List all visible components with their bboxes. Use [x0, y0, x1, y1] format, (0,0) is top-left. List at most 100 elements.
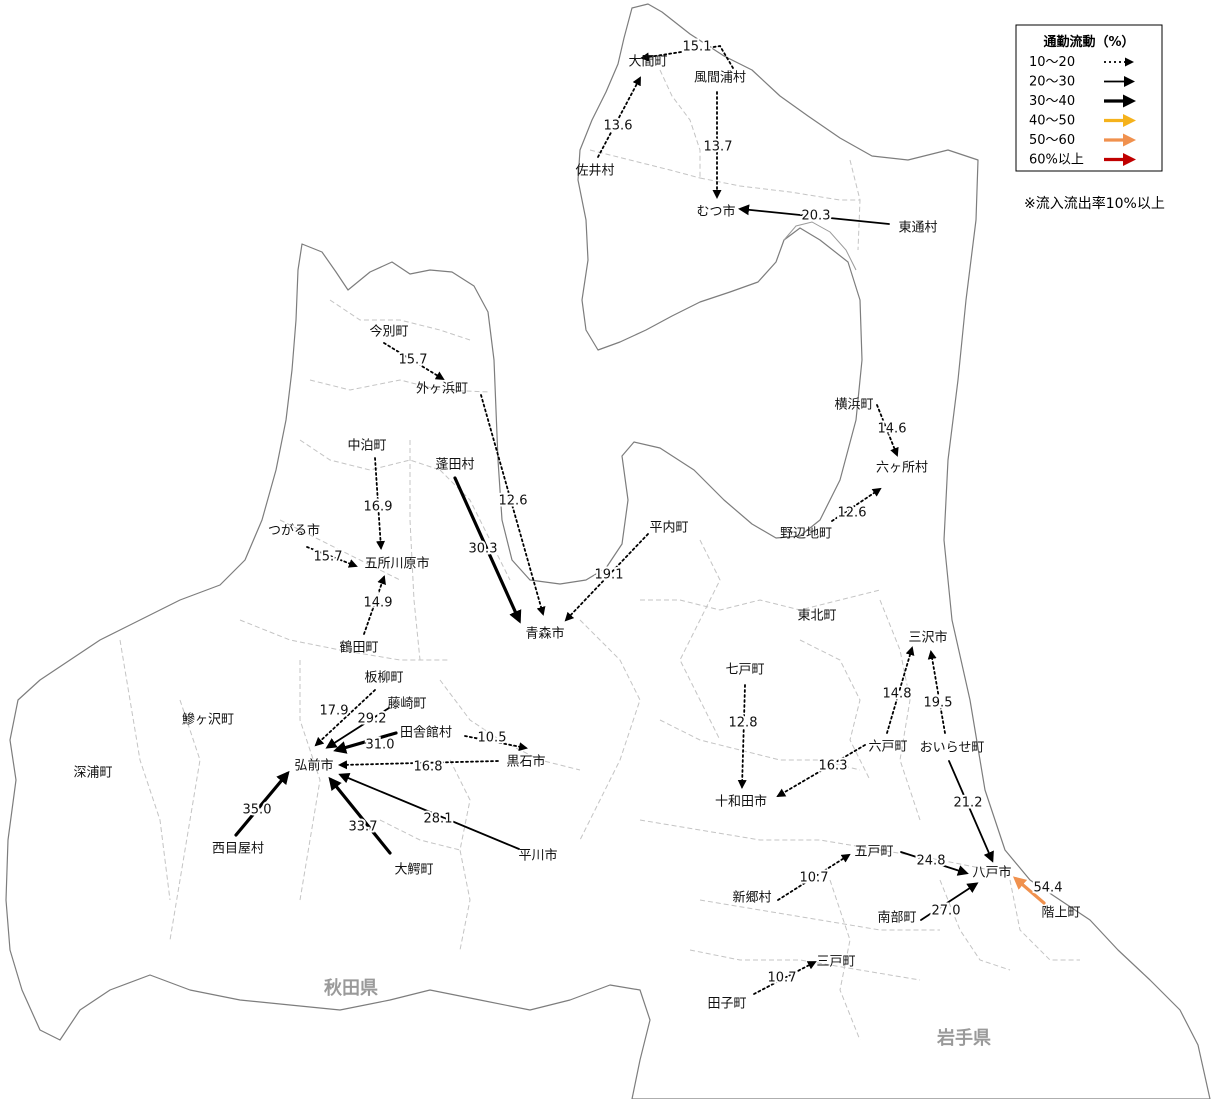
flow-value-kazamaura-to-ooma: 15.1	[683, 40, 712, 55]
flow-value-sai-to-ooma: 13.6	[604, 119, 633, 134]
municipality-label-shingo: 新郷村	[732, 890, 771, 906]
flow-arrow-itayanagi-to-hirosaki	[314, 689, 376, 747]
coastline-outline	[5, 3, 1211, 1100]
prefecture-label-iwate: 岩手県	[936, 1027, 991, 1049]
commuting-flow-arrows	[234, 45, 1046, 995]
flow-value-rokunohe-to-towada: 16.3	[819, 759, 848, 774]
flow-value-noheji-to-rokkasho: 12.6	[838, 506, 867, 521]
municipality-label-inakadate: 田舎館村	[400, 726, 452, 741]
municipality-label-towada: 十和田市	[715, 794, 767, 810]
municipality-label-itayanagi: 板柳町	[364, 671, 403, 686]
municipality-label-fukaura: 深浦町	[73, 766, 112, 781]
flow-arrow-gonohe-to-hachinohe	[900, 851, 969, 876]
flow-arrow-oirase-to-hachinohe	[948, 760, 994, 863]
legend-title: 通勤流動（%）	[1043, 34, 1134, 50]
municipal-boundaries	[119, 69, 1080, 1041]
municipality-label-hirakawa: 平川市	[518, 848, 557, 864]
municipality-label-rokkasho: 六ヶ所村	[876, 461, 928, 476]
flow-value-tsugaru-to-goshogawara: 15.7	[314, 550, 343, 565]
flow-arrow-sai-to-ooma	[597, 76, 641, 158]
municipality-label-nanbu: 南部町	[877, 910, 916, 926]
flow-arrow-takko-to-sannohe	[753, 961, 817, 995]
legend-item-label: 40〜50	[1029, 114, 1075, 129]
flow-arrow-noheji-to-rokkasho	[831, 487, 882, 522]
flow-value-inakadate-to-hirosaki: 31.0	[366, 738, 395, 753]
municipality-label-sotogahama: 外ヶ浜町	[416, 382, 468, 397]
flow-value-owani-to-hirosaki: 33.7	[349, 820, 378, 835]
municipality-label-takko: 田子町	[707, 997, 746, 1012]
municipality-label-yokohama: 横浜町	[834, 398, 873, 413]
flow-value-sotogahama-to-aomori: 12.6	[499, 494, 528, 509]
flow-value-nishimeya-to-hirosaki: 35.0	[243, 803, 272, 818]
legend-box	[1015, 24, 1163, 172]
municipality-label-nishimeya: 西目屋村	[212, 842, 264, 857]
flow-value-fujisaki-to-hirosaki: 29.2	[358, 712, 387, 727]
flow-value-shichinohe-to-towada: 12.8	[729, 716, 758, 731]
prefecture-label-akita: 秋田県	[324, 977, 378, 999]
flow-value-inakadate-to-kuroishi: 10.5	[478, 731, 507, 746]
flow-arrow-hashikami-to-hachinohe	[1012, 876, 1046, 905]
commuting-flow-values: 15.113.613.720.315.712.614.612.616.915.7…	[241, 38, 1065, 988]
flow-value-nanbu-to-hachinohe: 27.0	[932, 904, 961, 919]
municipality-label-tsugaru: つがる市	[268, 523, 320, 539]
municipality-label-higashidori: 東通村	[898, 220, 937, 236]
flow-arrow-nanbu-to-hachinohe	[920, 882, 979, 921]
flow-value-gonohe-to-hachinohe: 24.8	[917, 854, 946, 869]
municipality-label-imabetsu: 今別町	[369, 324, 408, 340]
municipality-label-ajigasawa: 鰺ヶ沢町	[182, 713, 234, 728]
flow-arrow-higashidori-to-mutsu	[738, 204, 890, 225]
flow-value-shingo-to-gonohe: 10.7	[800, 871, 829, 886]
flow-value-oirase-to-misawa: 19.5	[924, 696, 953, 711]
municipality-label-mutsu: むつ市	[696, 204, 735, 220]
municipality-label-hiranai: 平内町	[649, 520, 688, 536]
flow-value-kazamaura-to-mutsu: 13.7	[704, 140, 733, 155]
legend-item-label: 60%以上	[1029, 153, 1084, 168]
flow-value-higashidori-to-mutsu: 20.3	[802, 209, 831, 224]
municipality-label-owani: 大鰐町	[394, 863, 433, 878]
municipality-label-tohoku: 東北町	[797, 608, 836, 624]
flow-arrow-inakadate-to-kuroishi	[464, 735, 528, 752]
municipality-label-hirosaki: 弘前市	[294, 758, 333, 774]
municipality-label-yomogita: 蓬田村	[435, 458, 474, 473]
flow-arrow-hirakawa-to-hirosaki	[338, 772, 520, 850]
legend-item-label: 20〜30	[1029, 75, 1075, 90]
flow-arrow-sotogahama-to-aomori	[480, 394, 546, 616]
flow-value-yomogita-to-aomori: 30.3	[469, 542, 498, 557]
flow-arrow-kuroishi-to-hirosaki	[338, 760, 499, 770]
municipality-label-nakadomari: 中泊町	[347, 439, 386, 454]
municipality-label-ooma: 大間町	[628, 55, 667, 70]
municipality-label-fujisaki: 藤崎町	[387, 697, 426, 712]
municipality-label-shichinohe: 七戸町	[725, 663, 764, 678]
flow-value-hirakawa-to-hirosaki: 28.1	[424, 812, 453, 827]
municipality-label-aomori: 青森市	[525, 626, 564, 642]
flow-arrow-rokunohe-to-towada	[776, 744, 866, 798]
flow-value-hashikami-to-hachinohe: 54.4	[1034, 881, 1063, 896]
municipality-label-tsuruta: 鶴田町	[339, 640, 378, 656]
legend-note: ※流入流出率10%以上	[1024, 195, 1165, 212]
flow-value-rokunohe-to-misawa: 14.8	[883, 687, 912, 702]
flow-value-kuroishi-to-hirosaki: 16.8	[414, 760, 443, 775]
municipality-label-noheji: 野辺地町	[780, 527, 832, 542]
flow-arrow-hiranai-to-aomori	[564, 533, 649, 622]
municipality-label-oirase: おいらせ町	[920, 741, 985, 756]
legend-item-label: 50〜60	[1029, 133, 1075, 148]
municipality-label-goshogawara: 五所川原市	[364, 556, 429, 572]
flow-value-takko-to-sannohe: 10.7	[768, 971, 797, 986]
flow-value-itayanagi-to-hirosaki: 17.9	[320, 704, 349, 719]
municipality-label-misawa: 三沢市	[908, 630, 947, 646]
municipality-label-gonohe: 五戸町	[854, 845, 893, 860]
flow-arrow-shichinohe-to-towada	[737, 684, 747, 789]
municipality-label-hashikami: 階上町	[1041, 906, 1080, 921]
municipality-label-rokunohe: 六戸町	[868, 740, 907, 755]
peninsula-bay-line	[783, 221, 857, 271]
flow-value-hiranai-to-aomori: 19.1	[595, 568, 624, 583]
flow-value-tsuruta-to-goshogawara: 14.9	[364, 596, 393, 611]
flow-value-oirase-to-hachinohe: 21.2	[954, 796, 983, 811]
flow-arrow-yokohama-to-rokkasho	[876, 404, 899, 457]
municipality-label-sannohe: 三戸町	[816, 955, 855, 970]
municipality-label-hachinohe: 八戸市	[972, 865, 1011, 881]
